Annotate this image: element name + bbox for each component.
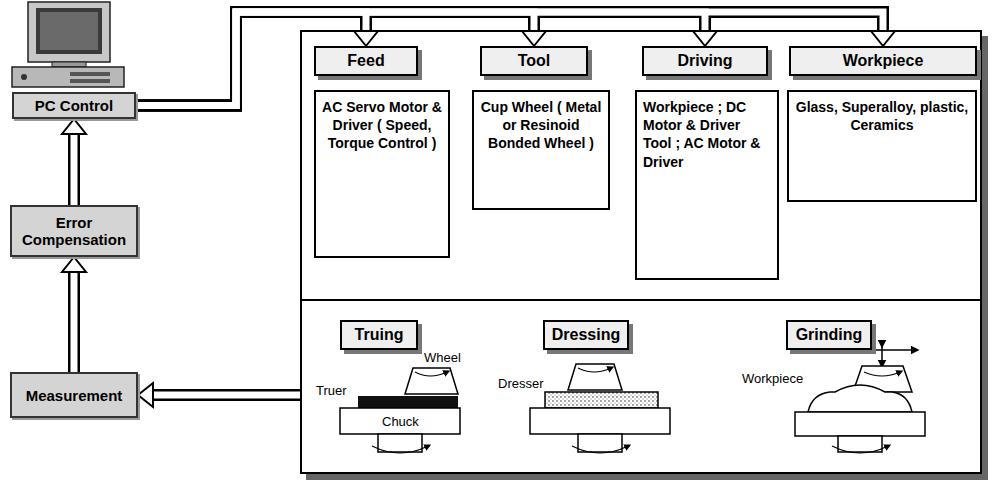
box-label: Dressing xyxy=(551,326,621,344)
arrow-head xyxy=(693,31,717,46)
process-box: Tool xyxy=(480,46,588,76)
part-label: Truer xyxy=(316,384,347,397)
box-label: Cup Wheel ( Metal or Resinoid Bonded Whe… xyxy=(480,98,602,153)
panel-frame xyxy=(300,30,982,474)
box-label: Error Compensation xyxy=(17,214,131,248)
grinding-illustration xyxy=(795,412,925,436)
arrow-head xyxy=(62,119,86,134)
box-label: PC Control xyxy=(35,97,113,114)
arrow-head xyxy=(522,31,546,46)
computer-icon xyxy=(21,74,27,80)
connector-outline xyxy=(74,12,883,395)
process-box: Workpiece xyxy=(789,46,977,76)
grinding-illustration xyxy=(864,372,900,376)
computer-icon xyxy=(40,12,98,50)
process-box: Measurement xyxy=(10,372,138,418)
computer-icon xyxy=(36,8,102,54)
computer-icon xyxy=(70,72,110,76)
truing-illustration xyxy=(405,368,458,394)
process-box: Error Compensation xyxy=(10,205,138,257)
part-label: Chuck xyxy=(382,415,419,428)
grinding-illustration xyxy=(795,344,925,453)
arrow-head xyxy=(871,31,895,46)
panel-frame xyxy=(300,299,982,301)
arrow-head xyxy=(354,31,378,46)
box-label: Measurement xyxy=(26,387,123,404)
dressing-illustration xyxy=(578,434,622,452)
connector-fill xyxy=(74,12,883,395)
box-label: Workpiece ; DC Motor & Driver Tool ; AC … xyxy=(643,98,771,171)
process-box: Grinding xyxy=(786,320,872,350)
computer-icon xyxy=(12,67,124,87)
truing-illustration xyxy=(415,372,447,376)
part-label: Wheel xyxy=(424,351,461,364)
dressing-illustration xyxy=(578,368,611,372)
computer-icon xyxy=(70,79,110,83)
hollow-arrow xyxy=(71,272,78,372)
connector-heads xyxy=(62,31,895,407)
box-label: Driving xyxy=(650,52,760,70)
arrow-head xyxy=(62,257,86,272)
box-label: Workpiece xyxy=(797,52,969,70)
box-label: Truing xyxy=(348,326,410,344)
hollow-arrow xyxy=(153,389,300,401)
computer-icon xyxy=(28,2,110,62)
process-box: Glass, Superalloy, plastic, Ceramics xyxy=(787,90,977,202)
part-label: Dresser xyxy=(498,377,544,390)
process-box: Dressing xyxy=(543,320,629,350)
truing-illustration xyxy=(358,396,458,408)
panel-frame xyxy=(300,30,988,480)
part-label: Workpiece xyxy=(742,372,803,385)
truing-illustration xyxy=(372,446,428,453)
box-label: Tool xyxy=(488,52,580,70)
dressing-illustration xyxy=(545,392,658,408)
hollow-arrow xyxy=(153,392,300,399)
truing-illustration xyxy=(340,368,460,453)
hollow-arrow xyxy=(68,134,80,205)
computer-icon xyxy=(12,2,124,87)
dressing-illustration xyxy=(572,446,628,453)
process-box: Driving xyxy=(642,46,768,76)
process-box: AC Servo Motor & Driver ( Speed, Torque … xyxy=(314,90,450,258)
box-label: Glass, Superalloy, plastic, Ceramics xyxy=(795,98,969,134)
dressing-illustration xyxy=(530,408,670,434)
hollow-arrow xyxy=(71,134,78,205)
hollow-arrow xyxy=(68,272,80,372)
process-box: PC Control xyxy=(12,92,136,119)
process-box: Feed xyxy=(314,46,418,76)
truing-illustration xyxy=(340,408,460,434)
arrow-head xyxy=(138,383,153,407)
process-box: Cup Wheel ( Metal or Resinoid Bonded Whe… xyxy=(472,90,610,210)
process-box: Truing xyxy=(340,320,418,350)
dressing-illustration xyxy=(530,364,670,453)
system-panel: FeedToolDrivingWorkpieceAC Servo Motor &… xyxy=(300,30,982,474)
box-label: Grinding xyxy=(794,326,864,344)
box-label: AC Servo Motor & Driver ( Speed, Torque … xyxy=(322,98,442,153)
grinding-illustration xyxy=(881,344,883,364)
grinding-illustration xyxy=(832,446,888,453)
truing-illustration xyxy=(378,434,422,452)
grinding-illustration xyxy=(808,385,912,412)
grinding-illustration xyxy=(838,436,882,452)
dressing-illustration xyxy=(568,364,622,390)
process-box: Workpiece ; DC Motor & Driver Tool ; AC … xyxy=(635,90,779,280)
box-label: Feed xyxy=(322,52,410,70)
